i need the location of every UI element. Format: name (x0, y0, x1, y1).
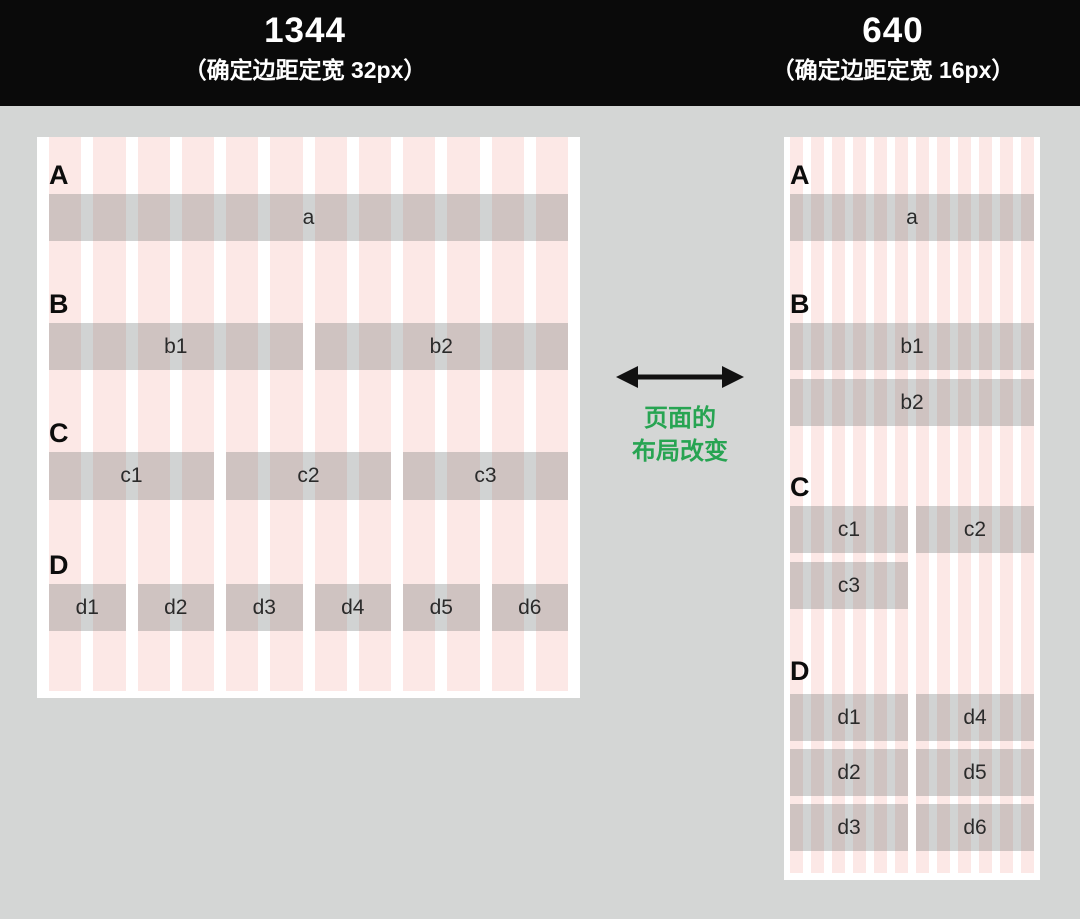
bar-d4: d4 (916, 694, 1034, 741)
bar-c2: c2 (226, 452, 391, 500)
grid-column-stripe (137, 137, 170, 691)
caption-line-2: 布局改变 (632, 438, 728, 465)
bar-d3: d3 (790, 804, 908, 851)
grid-column-stripe (811, 137, 824, 873)
bar-c3: c3 (403, 452, 568, 500)
bar-d1: d1 (49, 584, 126, 631)
bar-c1: c1 (49, 452, 214, 500)
grid-column-stripe (491, 137, 524, 691)
grid-column-stripe (535, 137, 568, 691)
layout-content-left: A a B b1 b2 C c1 c2 c3 D d1 d2 d3 d4 d5 … (37, 137, 580, 698)
grid-column-stripe (49, 137, 82, 691)
section-label-a: A (49, 160, 69, 190)
grid-column-stripe (958, 137, 971, 873)
grid-column-stripe (270, 137, 303, 691)
grid-column-stripe (874, 137, 887, 873)
bar-c3: c3 (790, 562, 908, 609)
bar-d6: d6 (491, 584, 568, 631)
section-label-c: C (790, 472, 810, 502)
bar-d3: d3 (226, 584, 303, 631)
layout-panel-640: A a B b1 b2 C c1 c2 c3 D d1 d4 d2 d5 d3 … (784, 137, 1040, 880)
section-label-b: B (49, 289, 69, 319)
bar-d6: d6 (916, 804, 1034, 851)
bar-c2: c2 (916, 506, 1034, 553)
grid-column-stripe (226, 137, 259, 691)
caption-line-1: 页面的 (644, 405, 716, 432)
grid-column-stripe (403, 137, 436, 691)
grid-column-stripe (853, 137, 866, 873)
grid-column-stripe (314, 137, 347, 691)
bar-c1: c1 (790, 506, 908, 553)
grid-column-stripe (1000, 137, 1013, 873)
grid-column-stripe (937, 137, 950, 873)
grid-column-stripe (447, 137, 480, 691)
bar-d4: d4 (314, 584, 391, 631)
right-width-subtitle: （确定边距定宽 16px） (771, 57, 1015, 83)
section-label-d: D (790, 656, 810, 686)
comparison-annotation: 页面的 布局改变 (595, 364, 765, 468)
grid-column-stripe (916, 137, 929, 873)
bar-a: a (790, 194, 1034, 241)
section-label-b: B (790, 289, 810, 319)
layout-change-caption: 页面的 布局改变 (632, 402, 728, 468)
header-title-right: 640 （确定边距定宽 16px） (713, 10, 1073, 86)
column-grid-overlay-right (784, 137, 1040, 873)
bar-b2: b2 (790, 379, 1034, 426)
bar-d2: d2 (790, 749, 908, 796)
section-label-d: D (49, 550, 69, 580)
grid-column-stripe (832, 137, 845, 873)
layout-panel-1344: A a B b1 b2 C c1 c2 c3 D d1 d2 d3 d4 d5 … (37, 137, 580, 698)
grid-column-stripe (93, 137, 126, 691)
bar-d5: d5 (403, 584, 480, 631)
header-bar: 1344 （确定边距定宽 32px） 640 （确定边距定宽 16px） (0, 0, 1080, 106)
header-title-left: 1344 （确定边距定宽 32px） (60, 10, 550, 86)
column-grid-overlay-left (37, 137, 580, 691)
layout-content-right: A a B b1 b2 C c1 c2 c3 D d1 d4 d2 d5 d3 … (784, 137, 1040, 880)
grid-column-stripe (895, 137, 908, 873)
bar-d1: d1 (790, 694, 908, 741)
grid-column-stripe (358, 137, 391, 691)
grid-column-stripe (181, 137, 214, 691)
bar-b1: b1 (49, 323, 303, 370)
bar-b1: b1 (790, 323, 1034, 370)
left-right-arrow-icon (616, 366, 744, 388)
left-width-subtitle: （确定边距定宽 32px） (183, 57, 427, 83)
section-label-c: C (49, 418, 69, 448)
grid-column-stripe (790, 137, 803, 873)
grid-column-stripe (1021, 137, 1034, 873)
section-label-a: A (790, 160, 810, 190)
bar-d5: d5 (916, 749, 1034, 796)
grid-column-stripe (979, 137, 992, 873)
bar-b2: b2 (314, 323, 568, 370)
bar-a: a (49, 194, 568, 241)
right-width-title: 640 (862, 11, 924, 50)
bar-d2: d2 (137, 584, 214, 631)
left-width-title: 1344 (264, 11, 346, 50)
